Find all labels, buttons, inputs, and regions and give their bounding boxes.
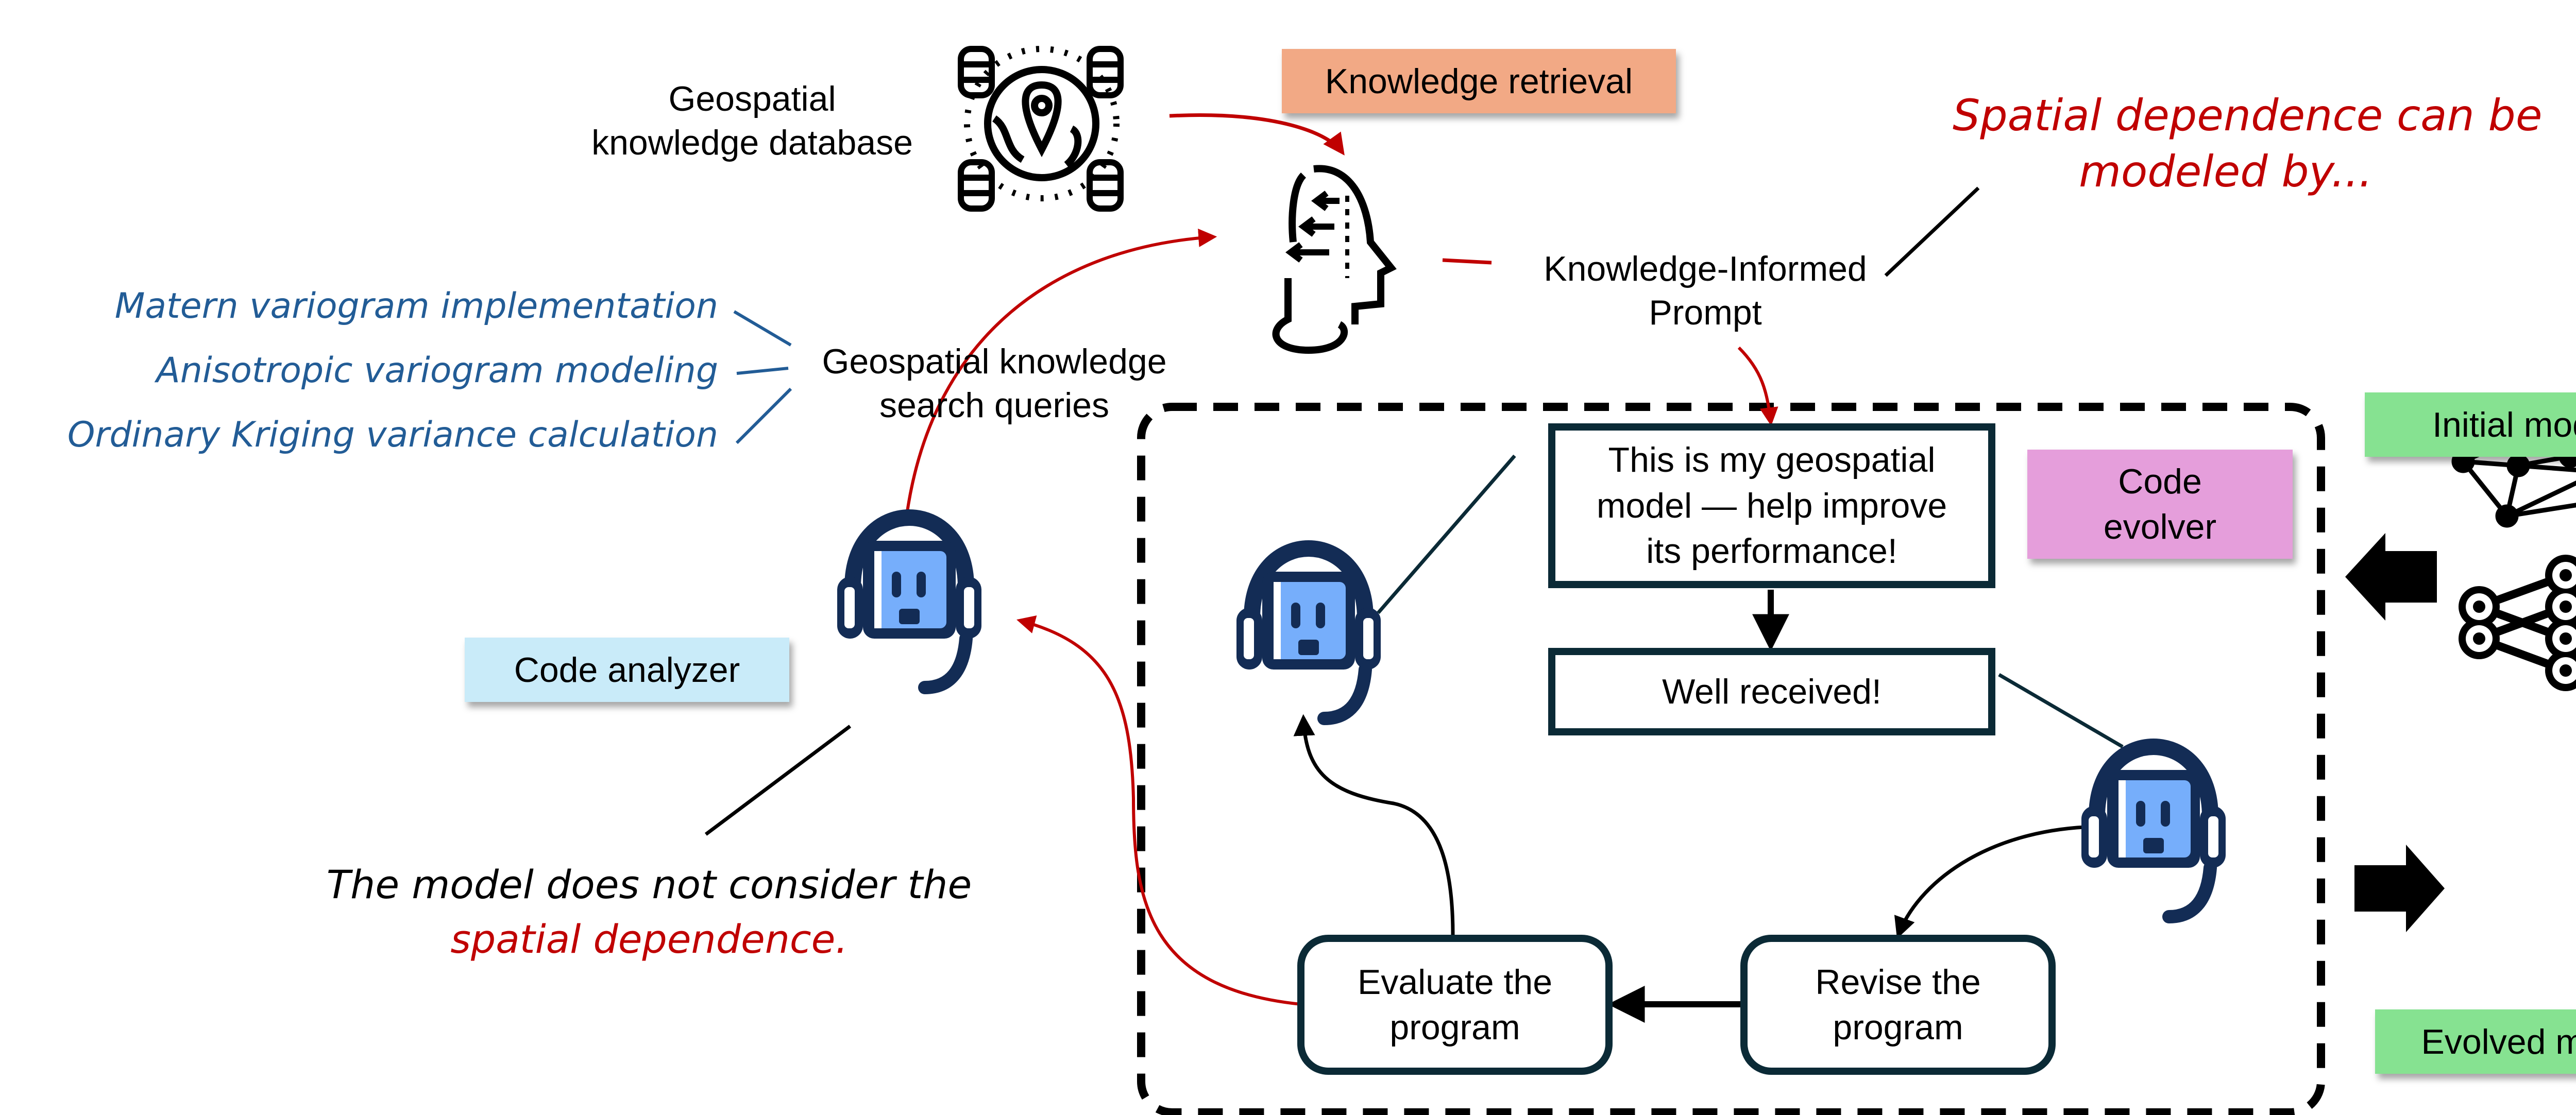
evolved-model-network-icon xyxy=(2459,555,2576,691)
query-connector-1 xyxy=(733,310,792,347)
right-arrow-icon xyxy=(2354,845,2445,932)
code-evolver-label: Code evolver xyxy=(2027,450,2293,559)
evolver-robot-pointer xyxy=(1377,454,1516,614)
model-annotation-line2: spatial dependence. xyxy=(450,916,848,963)
code-analyzer-label: Code analyzer xyxy=(465,638,789,702)
search-arrow xyxy=(905,228,1217,516)
evaluate-to-analyzer-arrow xyxy=(1016,615,1301,1006)
annotation-pointer-top xyxy=(1884,186,1980,277)
search-queries-label: Geospatial knowledge search queries xyxy=(778,340,1211,427)
query-connector-3 xyxy=(735,387,792,444)
geo-database-label-line2: knowledge database xyxy=(591,123,913,162)
reviser-robot-pointer xyxy=(1998,673,2124,749)
retrieval-arrow xyxy=(1169,113,1345,156)
kip-line1: Knowledge-Informed xyxy=(1544,249,1867,288)
search-line1: Geospatial knowledge xyxy=(822,342,1167,381)
prompt-arrow xyxy=(1737,346,1778,426)
query-item: Ordinary Kriging variance calculation xyxy=(67,415,718,455)
reviser-robot-icon xyxy=(2081,747,2226,917)
knowledge-retrieval-label: Knowledge retrieval xyxy=(1282,49,1676,113)
kip-line2: Prompt xyxy=(1649,293,1762,332)
evaluate-to-robot-arrow xyxy=(1293,714,1455,935)
query-item: Matern variogram implementation xyxy=(114,286,718,327)
query-connector-2 xyxy=(736,367,789,375)
geo-database-label: Geospatial knowledge database xyxy=(556,77,948,165)
evolved-model-label: Evolved model xyxy=(2375,1009,2576,1074)
model-annotation-line1: The model does not consider the xyxy=(326,862,972,907)
prompt-message-box: This is my geospatial model — help impro… xyxy=(1548,423,1995,588)
spatial-annotation-line2: modeled by... xyxy=(2079,146,2372,197)
model-annotation: The model does not consider the spatial … xyxy=(289,857,1010,967)
code-evolver-container xyxy=(1137,403,2325,1115)
knowledge-head-icon xyxy=(1272,165,1397,354)
search-line2: search queries xyxy=(879,386,1110,425)
annotation-pointer-bottom xyxy=(704,725,852,836)
robot-to-revise-arrow xyxy=(1894,825,2097,939)
query-item: Anisotropic variogram modeling xyxy=(156,350,718,391)
received-message-box: Well received! xyxy=(1548,648,1995,735)
revise-program-box: Revise the program xyxy=(1740,935,2056,1075)
spatial-dependence-annotation: Spatial dependence can be modeled by... xyxy=(1953,88,2543,200)
evaluate-program-box: Evaluate the program xyxy=(1297,935,1613,1075)
head-to-prompt-line xyxy=(1442,258,1492,265)
spatial-annotation-line1: Spatial dependence can be xyxy=(1953,90,2543,141)
geospatial-database-icon xyxy=(958,46,1124,212)
initial-model-label: Initial model xyxy=(2365,392,2576,457)
code-analyzer-robot-icon xyxy=(837,518,981,688)
knowledge-informed-prompt-label: Knowledge-Informed Prompt xyxy=(1484,247,1927,335)
code-evolver-robot-icon xyxy=(1236,548,1381,718)
geo-database-label-line1: Geospatial xyxy=(668,79,836,118)
left-arrow-icon xyxy=(2345,533,2437,621)
